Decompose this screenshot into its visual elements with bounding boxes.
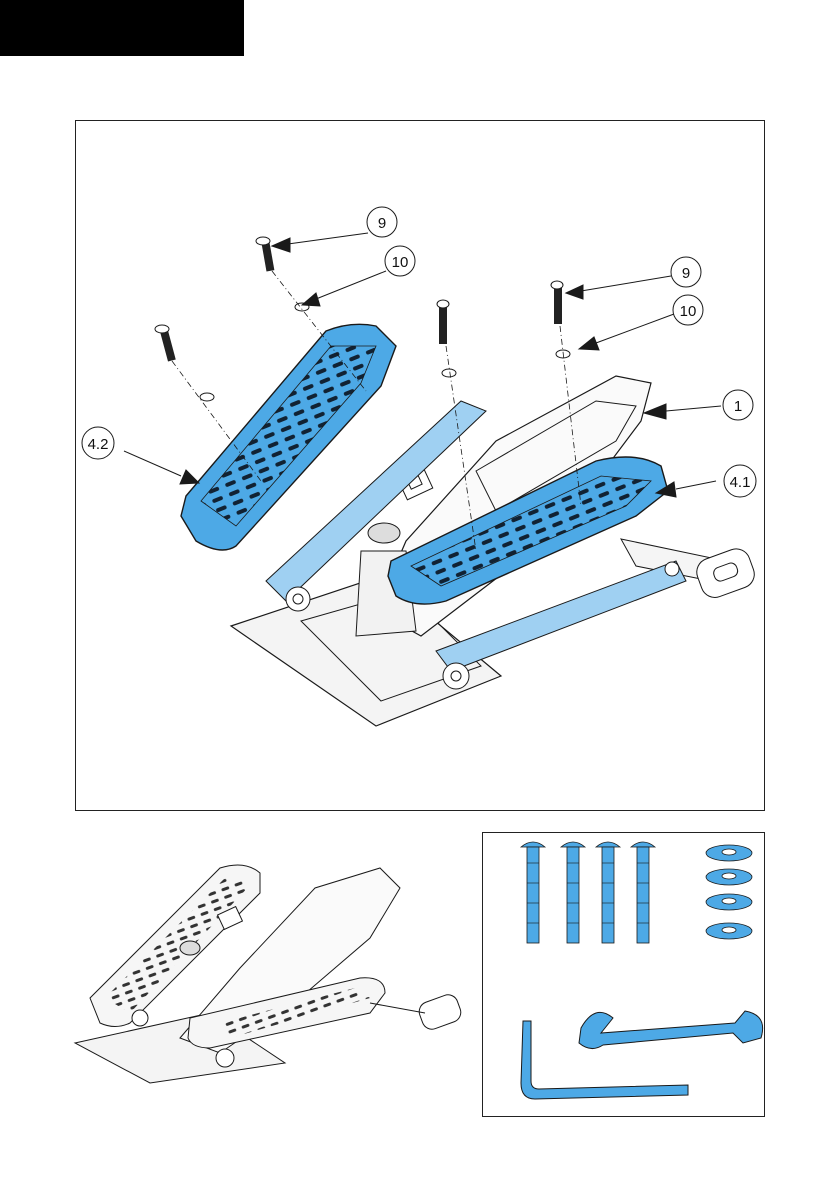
left-arm-wheel [286, 587, 310, 611]
callout-pedal-left: 4.2 [82, 427, 114, 459]
wrench-icon [579, 1011, 763, 1049]
callout-bolt-right: 9 [671, 257, 701, 287]
bolt-4 [631, 842, 655, 943]
bolt-b [256, 237, 274, 271]
svg-text:1: 1 [734, 398, 742, 415]
svg-text:4.1: 4.1 [730, 474, 751, 491]
assembled-stepper-preview [70, 848, 480, 1093]
svg-text:10: 10 [392, 254, 409, 271]
preview-wheel [216, 1049, 234, 1067]
washer-4 [706, 923, 752, 939]
callout-washer-left: 10 [385, 246, 415, 276]
bolt-3 [596, 842, 620, 943]
washer-a [200, 393, 214, 401]
bolt-c [437, 300, 449, 344]
preview-axle [370, 1003, 425, 1013]
bolt-a [155, 325, 176, 362]
callout-frame: 1 [723, 390, 753, 420]
washer-2 [706, 869, 752, 885]
washer-c [442, 369, 456, 377]
right-arm-wheel [443, 663, 469, 689]
washer-3 [706, 894, 752, 910]
washer-1 [706, 845, 752, 861]
svg-text:4.2: 4.2 [88, 436, 109, 453]
right-arm-pivot [665, 562, 679, 576]
svg-text:10: 10 [680, 303, 697, 320]
rear-end-cap [693, 545, 758, 601]
preview-knob [180, 941, 200, 955]
preview-svg [70, 848, 480, 1093]
bolt-2 [561, 842, 585, 943]
bolt-1 [521, 842, 545, 943]
bolt-d [551, 281, 563, 324]
callout-washer-right: 10 [673, 295, 703, 325]
assembly-svg: 9 10 9 10 1 4.2 4.1 [76, 121, 764, 810]
svg-text:9: 9 [682, 265, 690, 282]
hardware-svg [483, 833, 764, 1116]
section-tab [0, 0, 244, 56]
exploded-assembly-diagram: 9 10 9 10 1 4.2 4.1 [75, 120, 765, 811]
preview-wheel-left [132, 1010, 148, 1026]
preview-end-cap [416, 992, 463, 1032]
callout-bolt-left: 9 [367, 207, 397, 237]
hardware-kit-panel [482, 832, 765, 1117]
bolt-threads [527, 863, 649, 923]
resistance-knob [368, 523, 400, 543]
callout-pedal-right: 4.1 [724, 465, 756, 497]
svg-text:9: 9 [378, 215, 386, 232]
